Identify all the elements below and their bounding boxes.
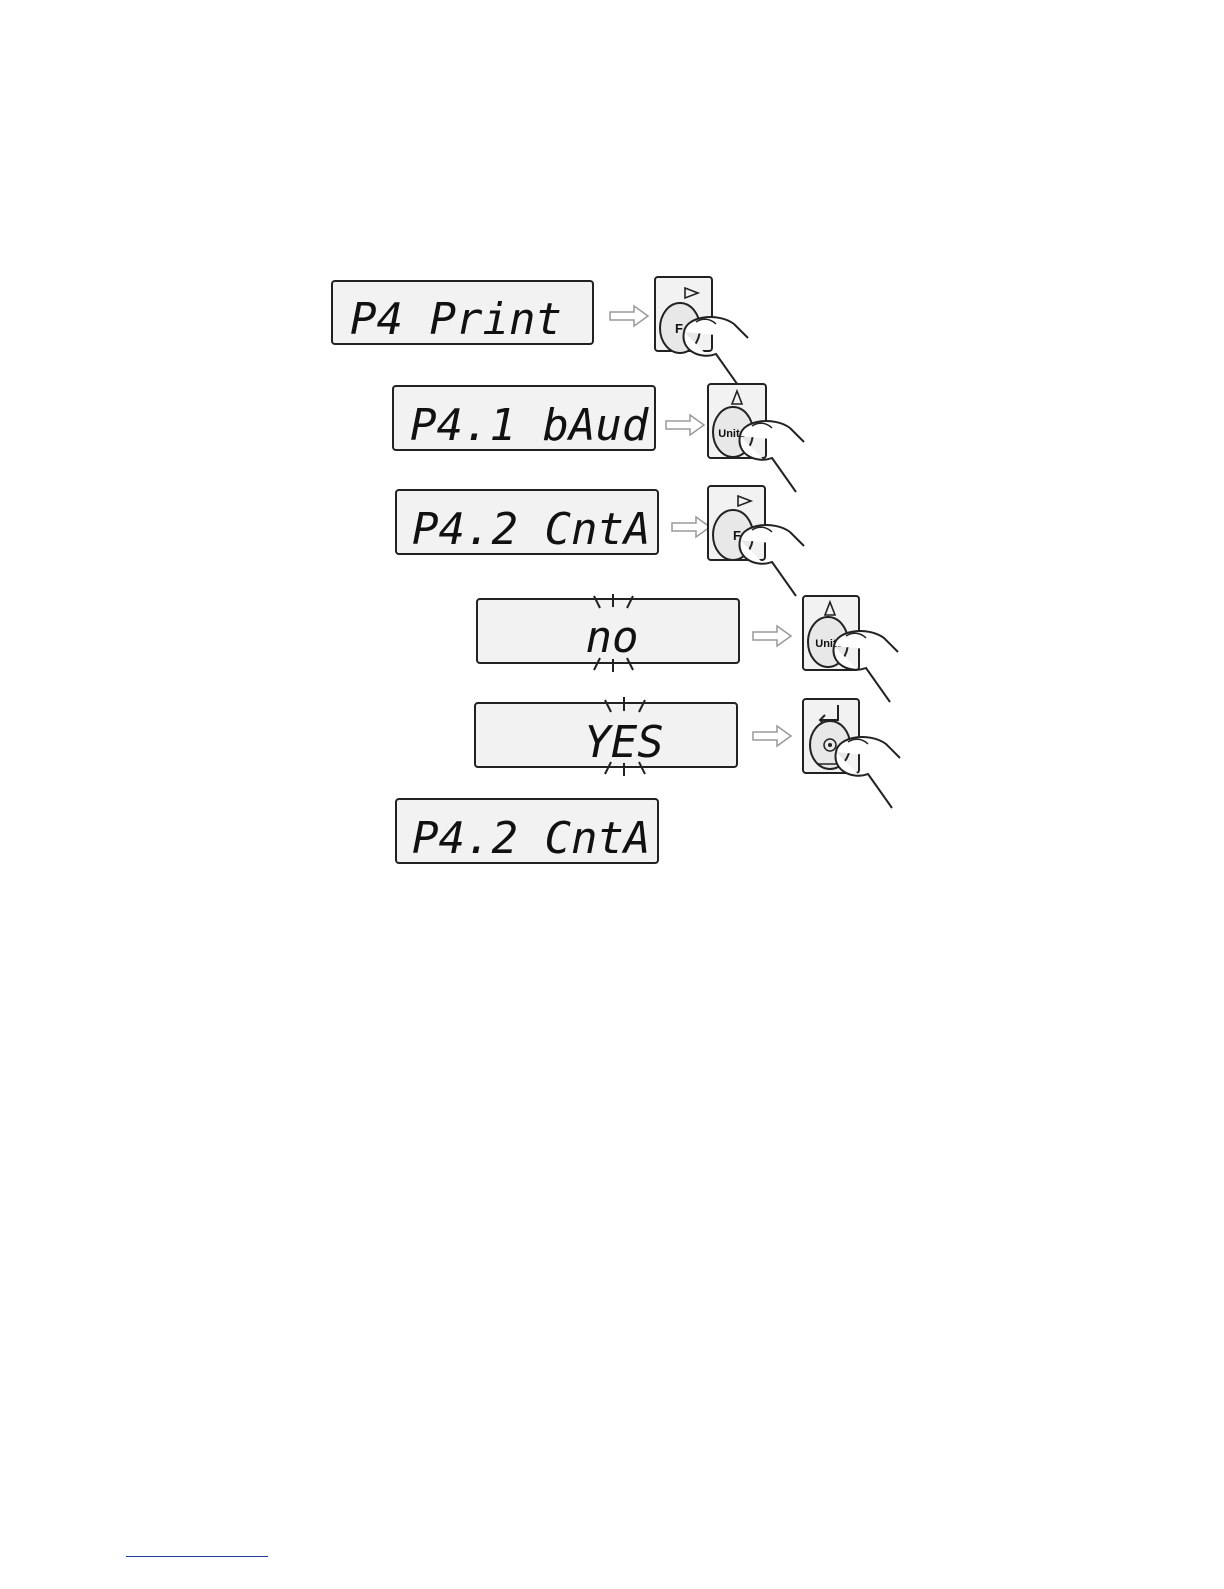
key-enter-button[interactable] xyxy=(803,699,900,808)
footer-rule xyxy=(126,1556,268,1557)
lcd-readout: P4.2 CntA xyxy=(412,813,650,864)
lcd-readout: P4 Print xyxy=(350,294,562,345)
key-f-button[interactable]: F xyxy=(655,277,748,388)
key-units-button[interactable]: Units xyxy=(803,596,898,702)
arrow-right-icon xyxy=(666,415,704,435)
finger-icon xyxy=(683,317,748,388)
step-6: P4.2 CntA xyxy=(396,799,658,864)
finger-icon xyxy=(739,525,804,596)
arrow-right-icon xyxy=(610,306,648,326)
key-f-button[interactable]: F xyxy=(708,486,804,596)
arrow-right-icon xyxy=(672,517,710,537)
lcd-readout: no xyxy=(586,612,639,663)
step-4: no Units xyxy=(477,594,898,702)
lcd-readout: P4.2 CntA xyxy=(412,504,650,555)
finger-icon xyxy=(739,421,804,492)
lcd-readout: YES xyxy=(584,717,663,768)
step-3: P4.2 CntA F xyxy=(396,486,804,596)
step-2: P4.1 bAud Units xyxy=(393,384,804,492)
step-5: YES xyxy=(475,697,900,808)
lcd-readout: P4.1 bAud xyxy=(410,400,649,451)
arrow-right-icon xyxy=(753,726,791,746)
key-units-button[interactable]: Units xyxy=(708,384,804,492)
finger-icon xyxy=(833,631,898,702)
finger-icon xyxy=(835,737,900,808)
key-label: F xyxy=(675,321,683,336)
arrow-right-icon xyxy=(753,626,791,646)
step-1: P4 Print F xyxy=(332,277,748,388)
